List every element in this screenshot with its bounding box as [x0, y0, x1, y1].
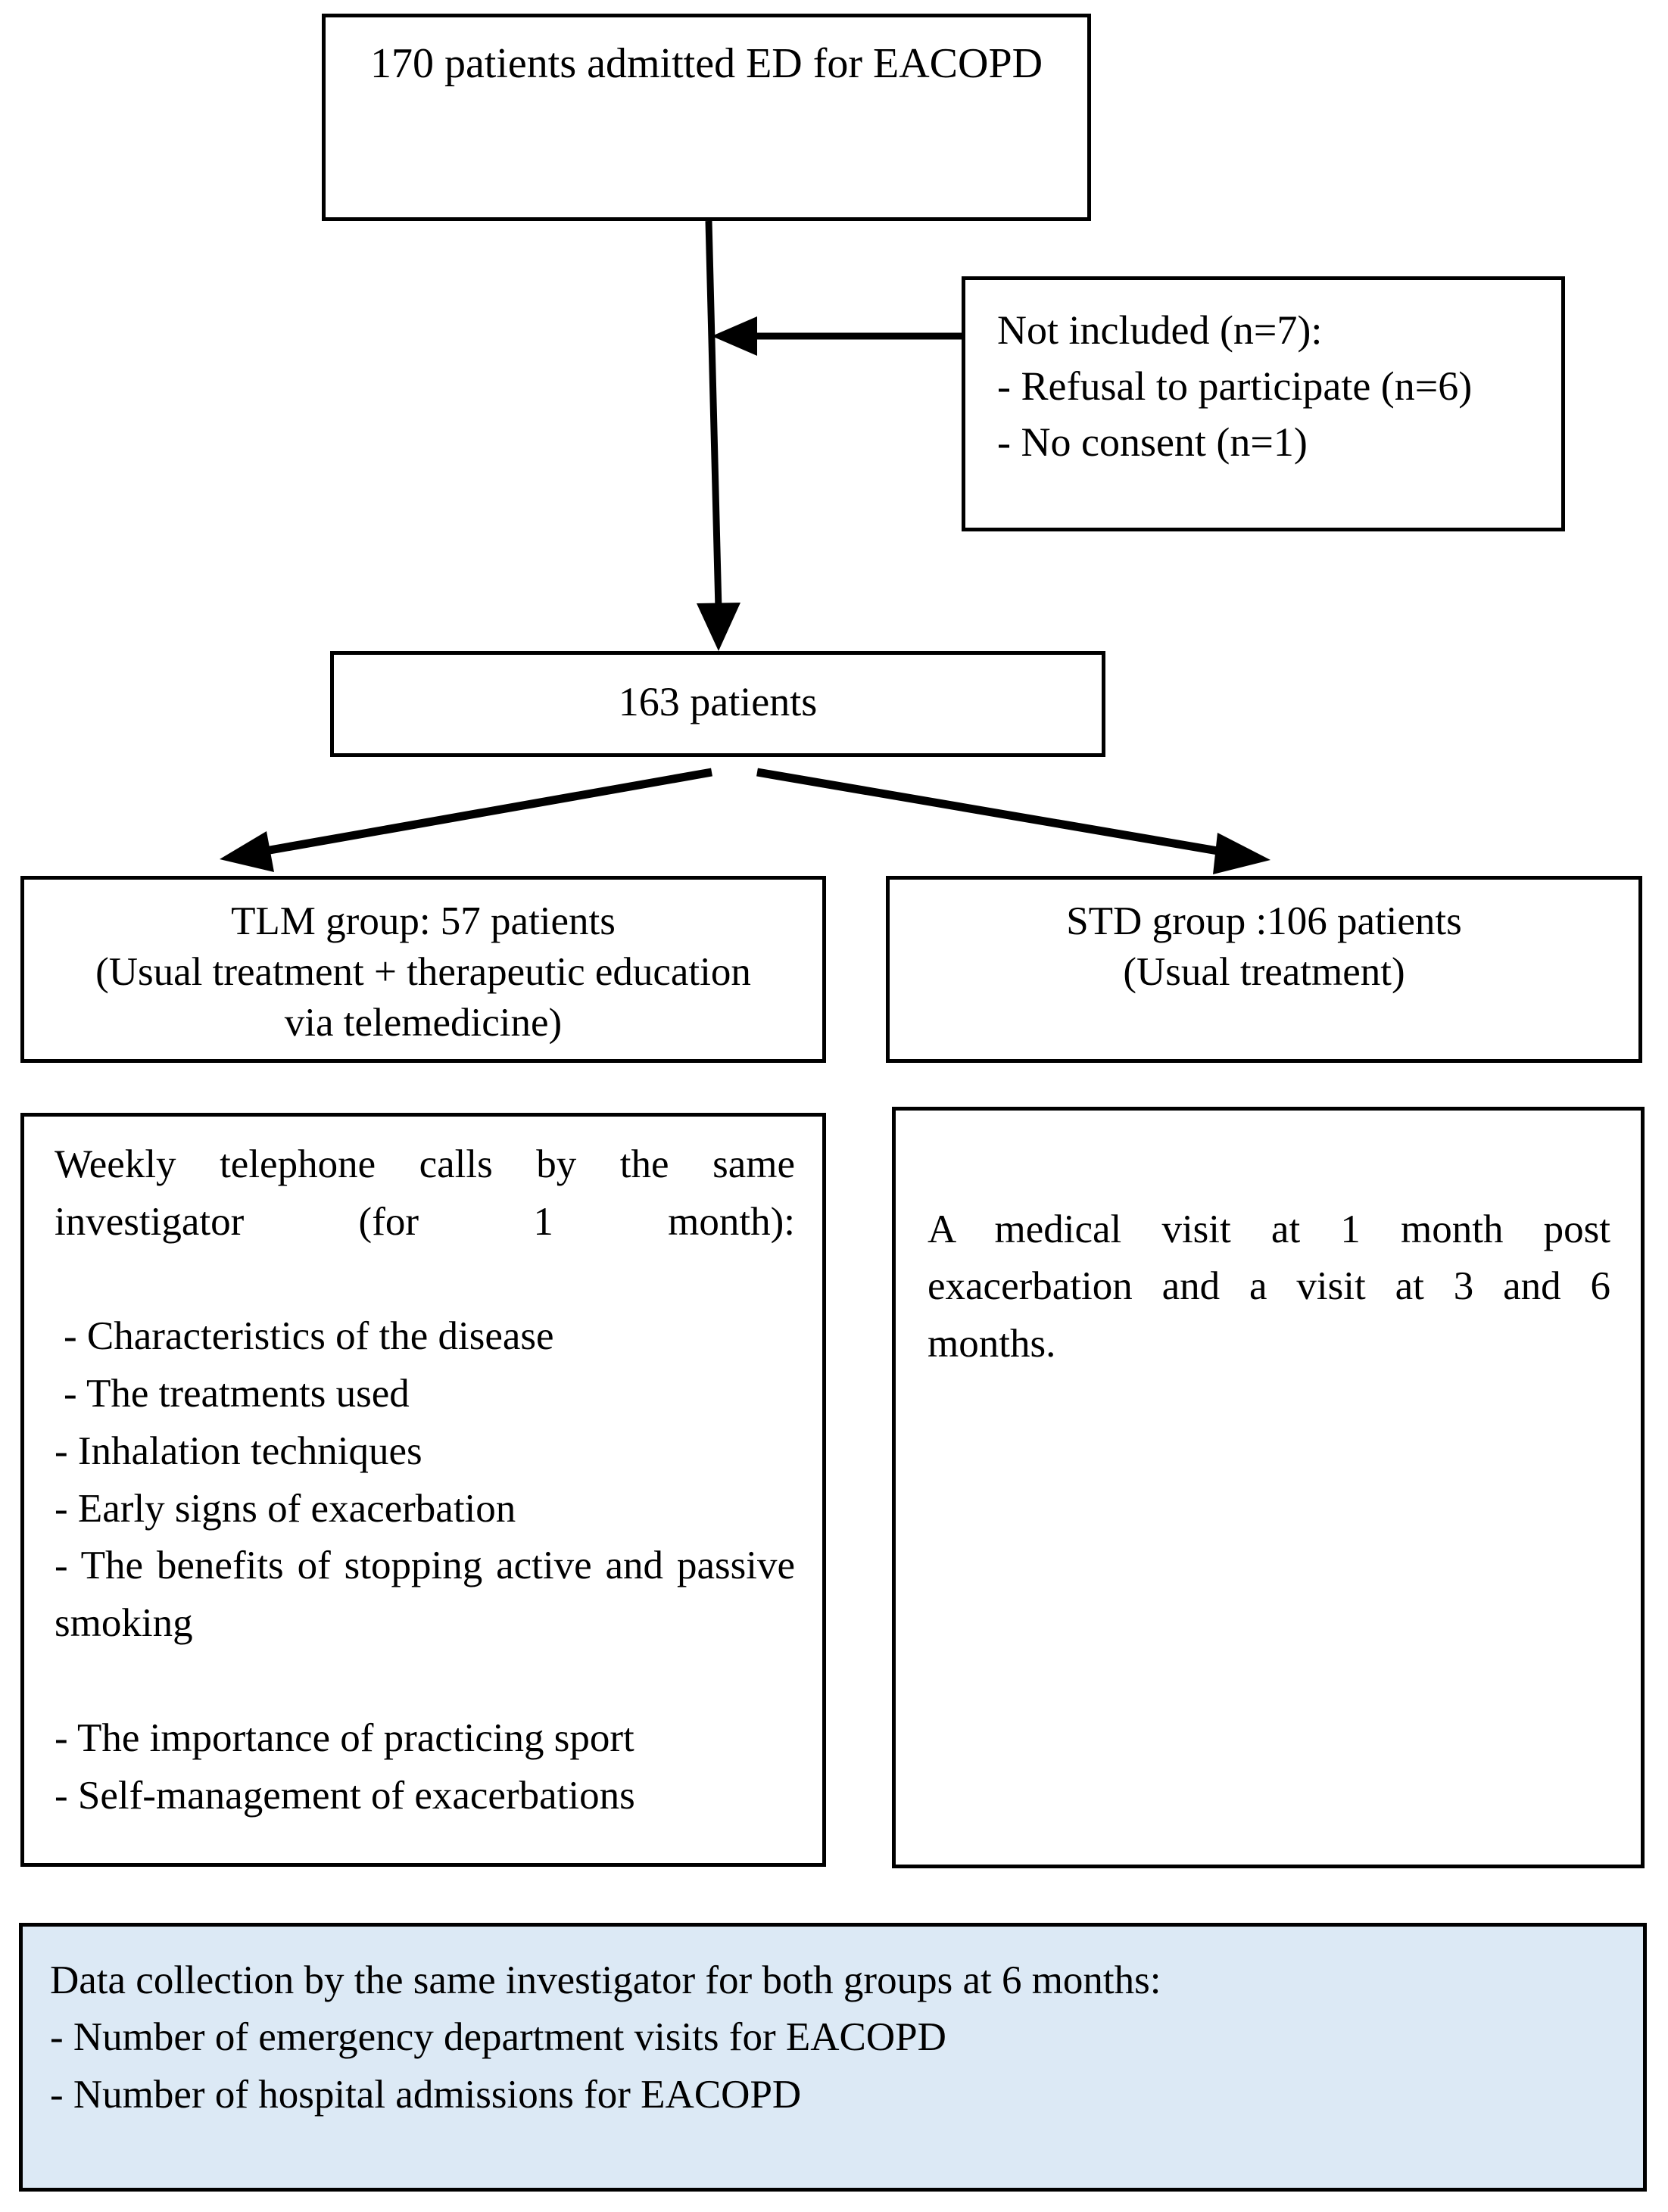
tlm-detail-item-3: - Early signs of exacerbation — [55, 1486, 516, 1531]
std-detail-text: A medical visit at 1 month post exacerba… — [928, 1207, 1610, 1366]
tlm-detail-item-2: - Inhalation techniques — [55, 1428, 422, 1473]
node-tlm-group-text: TLM group: 57 patients (Usual treatment … — [95, 899, 751, 1045]
node-patients-admitted: 170 patients admitted ED for EACOPD — [322, 14, 1091, 221]
arrow-enrolled-to-tlm — [220, 768, 712, 872]
tlm-detail-item-5: - The importance of practicing sport — [55, 1715, 634, 1760]
tlm-detail-item-1: - The treatments used — [64, 1372, 410, 1416]
node-tlm-intervention-detail: Weekly telephone calls by the same inves… — [20, 1113, 826, 1867]
node-not-included: Not included (n=7): - Refusal to partici… — [962, 276, 1565, 531]
node-patients-admitted-text: 170 patients admitted ED for EACOPD — [369, 40, 1043, 87]
node-std-group: STD group :106 patients (Usual treatment… — [886, 876, 1642, 1063]
tlm-detail-body: Weekly telephone calls by the same inves… — [55, 1136, 795, 1824]
arrow-admitted-to-enrolled — [697, 220, 740, 651]
data-collection-heading: Data collection by the same investigator… — [50, 1958, 1161, 2002]
tlm-detail-item-6: - Self-management of exacerbations — [55, 1773, 635, 1818]
tlm-detail-intro: Weekly telephone calls by the same inves… — [55, 1142, 795, 1244]
node-enrolled-patients: 163 patients — [330, 651, 1105, 757]
tlm-detail-item-4: - The benefits of stopping active and pa… — [55, 1544, 795, 1646]
tlm-detail-item-0: - Characteristics of the disease — [64, 1314, 554, 1359]
node-enrolled-patients-text: 163 patients — [618, 679, 818, 724]
std-detail-body: A medical visit at 1 month post exacerba… — [928, 1201, 1610, 1372]
node-not-included-text: Not included (n=7): - Refusal to partici… — [997, 307, 1473, 465]
data-collection-body: Data collection by the same investigator… — [50, 1952, 1620, 2123]
data-collection-item-0: - Number of emergency department visits … — [50, 2015, 946, 2060]
arrow-not-included — [712, 316, 962, 356]
node-data-collection: Data collection by the same investigator… — [19, 1923, 1647, 2192]
node-tlm-group: TLM group: 57 patients (Usual treatment … — [20, 876, 826, 1063]
arrow-enrolled-to-std — [756, 768, 1270, 874]
node-std-followup-detail: A medical visit at 1 month post exacerba… — [892, 1107, 1645, 1868]
node-std-group-text: STD group :106 patients (Usual treatment… — [1066, 899, 1462, 994]
data-collection-item-1: - Number of hospital admissions for EACO… — [50, 2072, 802, 2117]
